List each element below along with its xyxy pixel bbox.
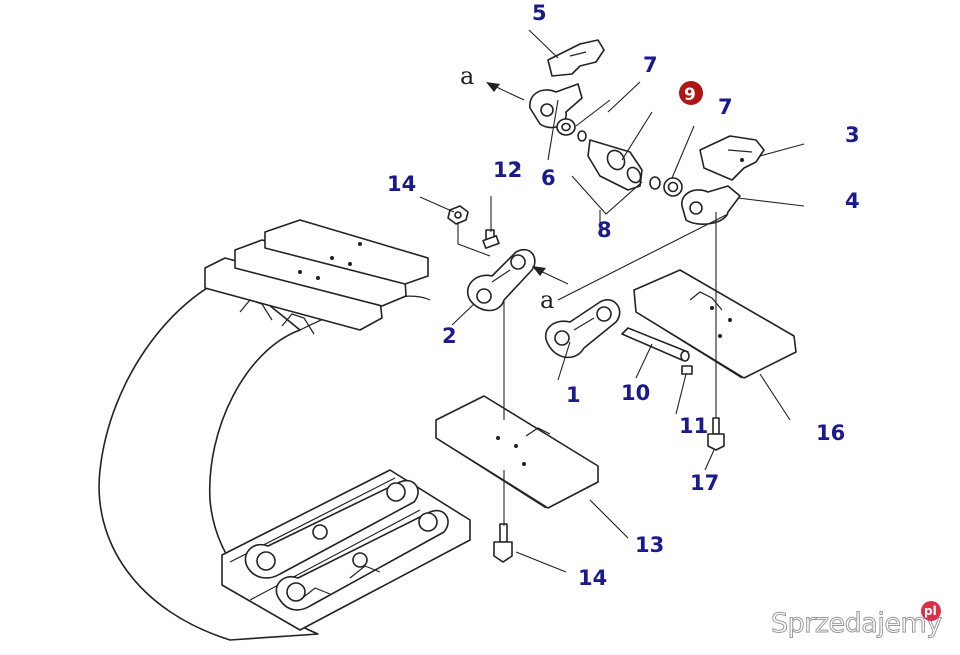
- callout-16: 16: [816, 421, 845, 445]
- watermark: Sprzedajemy pl: [771, 601, 943, 640]
- callout-6: 6: [541, 166, 556, 190]
- part-6-seal: [556, 118, 576, 136]
- part-17-bolt: [707, 417, 725, 451]
- callout-3: 3: [845, 123, 860, 147]
- part-16-shoe: [633, 269, 797, 379]
- callout-10: 10: [621, 381, 650, 405]
- part-7-spacer-left: [577, 130, 587, 142]
- part-14-bolt: [493, 523, 513, 563]
- watermark-brand: Sprzedajemy: [771, 608, 942, 639]
- leader-lines: [419, 29, 805, 573]
- part-11-bushing: [681, 365, 693, 375]
- callout-2: 2: [442, 324, 457, 348]
- callout-17: 17: [690, 471, 719, 495]
- callout-11: 11: [679, 414, 708, 438]
- part-10-pin: [621, 327, 690, 362]
- lower-link-assembly: [221, 469, 471, 631]
- callout-5: 5: [532, 1, 547, 25]
- part-9-ring: [663, 177, 683, 197]
- part-5-illustration: [547, 39, 605, 77]
- watermark-badge: [921, 601, 941, 621]
- callout-12: 12: [493, 158, 522, 182]
- part-1-illustration: [545, 299, 621, 359]
- view-mark-a-middle: a: [540, 286, 554, 314]
- part-4-illustration: [681, 185, 741, 225]
- part-3-illustration: [699, 135, 765, 181]
- part-12-illustration: [529, 83, 583, 129]
- callout-13: 13: [635, 533, 664, 557]
- view-mark-a-top: a: [460, 62, 474, 90]
- callout-15: 14: [387, 172, 416, 196]
- watermark-badge-text: pl: [924, 604, 937, 618]
- part-13-shoe: [435, 395, 599, 509]
- callout-7-right: 7: [718, 95, 733, 119]
- callout-9-highlight: [679, 81, 703, 105]
- callout-9: 9: [684, 85, 696, 105]
- callout-4: 4: [845, 189, 860, 213]
- part-bolt-small: [482, 229, 500, 249]
- callout-7-left: 7: [643, 53, 658, 77]
- part-8-pin: [587, 139, 661, 191]
- part-2-illustration: [467, 248, 536, 312]
- track-group-illustration: [98, 219, 471, 641]
- callout-14: 14: [578, 566, 607, 590]
- callout-1: 1: [566, 383, 581, 407]
- view-arrow-middle: [532, 266, 569, 285]
- part-15-nut: [447, 205, 469, 225]
- upper-shoe-plates: [204, 219, 429, 335]
- callout-8: 8: [597, 218, 612, 242]
- view-arrow-top: [486, 82, 525, 101]
